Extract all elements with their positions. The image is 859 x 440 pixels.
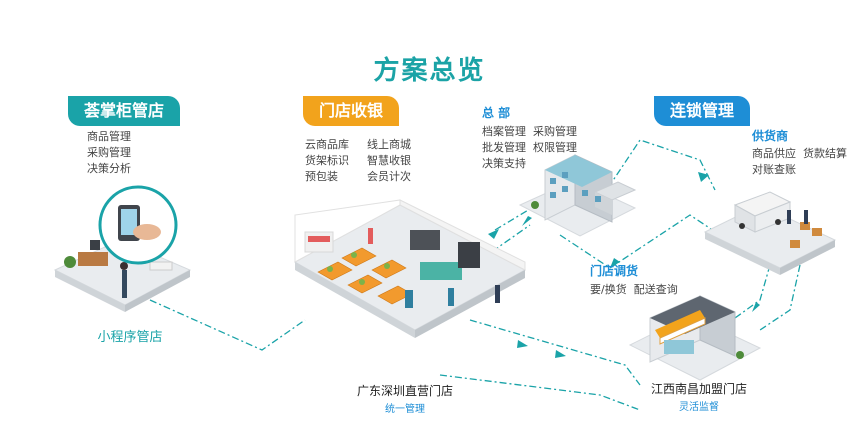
tag-store-management: 荟掌柜管店 <box>68 96 181 126</box>
feature-item: 智慧收银 <box>367 154 411 167</box>
connector-sp2-franchise-lower <box>439 374 641 411</box>
feature-item: 货款结算 <box>803 147 847 160</box>
arrow-icon <box>752 302 760 312</box>
feature-item: 采购管理 <box>533 125 577 138</box>
cashier-features-right: 线上商城 智慧收银 会员计次 <box>367 137 411 185</box>
cashier-features-left: 云商品库 货架标识 预包装 <box>305 137 349 185</box>
tag-cashier: 门店收银 <box>303 96 400 126</box>
arrow-icon <box>555 350 566 358</box>
arrow-icon <box>488 229 499 239</box>
feature-item: 预包装 <box>305 170 338 183</box>
connector-supplier-franchise-2 <box>759 264 801 331</box>
subcaption-unified-management: 统一管理 <box>385 404 425 415</box>
feature-item: 云商品库 <box>305 138 349 151</box>
headquarters-features: 档案管理 采购管理 批发管理 权限管理 决策支持 <box>482 124 577 172</box>
page-title: 方案总览 <box>373 56 486 86</box>
arrow-icon <box>698 172 709 182</box>
connector-sp1-sp2 <box>149 299 306 351</box>
heading-store-transfer: 门店调货 <box>590 264 639 278</box>
caption-mini-program: 小程序管店 <box>97 330 163 345</box>
caption-franchise-store: 江西南昌加盟门店 <box>650 382 747 396</box>
feature-item: 对账查账 <box>752 163 796 176</box>
feature-item: 批发管理 <box>482 141 526 154</box>
feature-item: 商品供应 <box>752 147 796 160</box>
supplier-features: 商品供应 货款结算 对账查账 <box>752 146 847 178</box>
transfer-features: 要/换货 配送查询 <box>590 282 678 298</box>
feature-item: 决策支持 <box>482 157 526 170</box>
office-scene <box>53 185 192 312</box>
arrow-icon <box>610 258 620 268</box>
feature-item: 权限管理 <box>533 141 577 154</box>
subcaption-flexible-supervision: 灵活监督 <box>679 402 719 413</box>
headquarters-building <box>518 154 637 237</box>
feature-item: 要/换货 <box>590 283 627 296</box>
feature-item: 商品管理 <box>87 130 131 143</box>
franchise-store-scene <box>628 295 762 381</box>
arrow-icon <box>522 216 532 226</box>
heading-headquarters: 总 部 <box>482 106 511 120</box>
store-management-features: 商品管理 采购管理 决策分析 <box>87 129 131 177</box>
heading-supplier: 供货商 <box>752 129 789 143</box>
store-interior-scene <box>293 199 527 338</box>
supplier-truck-scene <box>703 191 837 275</box>
caption-direct-store: 广东深圳直营门店 <box>356 384 453 398</box>
connector-sp2-franchise <box>469 319 641 386</box>
feature-item: 决策分析 <box>87 162 131 175</box>
feature-item: 货架标识 <box>305 154 349 167</box>
tag-chain-management: 连锁管理 <box>654 96 751 126</box>
connector-supplier-franchise <box>734 264 771 319</box>
feature-item: 档案管理 <box>482 125 526 138</box>
feature-item: 会员计次 <box>367 170 411 183</box>
feature-item: 配送查询 <box>633 283 678 296</box>
feature-item: 采购管理 <box>87 146 131 159</box>
feature-item: 线上商城 <box>367 138 411 151</box>
connector-hq-supplier <box>559 214 721 269</box>
arrow-icon <box>517 340 528 348</box>
